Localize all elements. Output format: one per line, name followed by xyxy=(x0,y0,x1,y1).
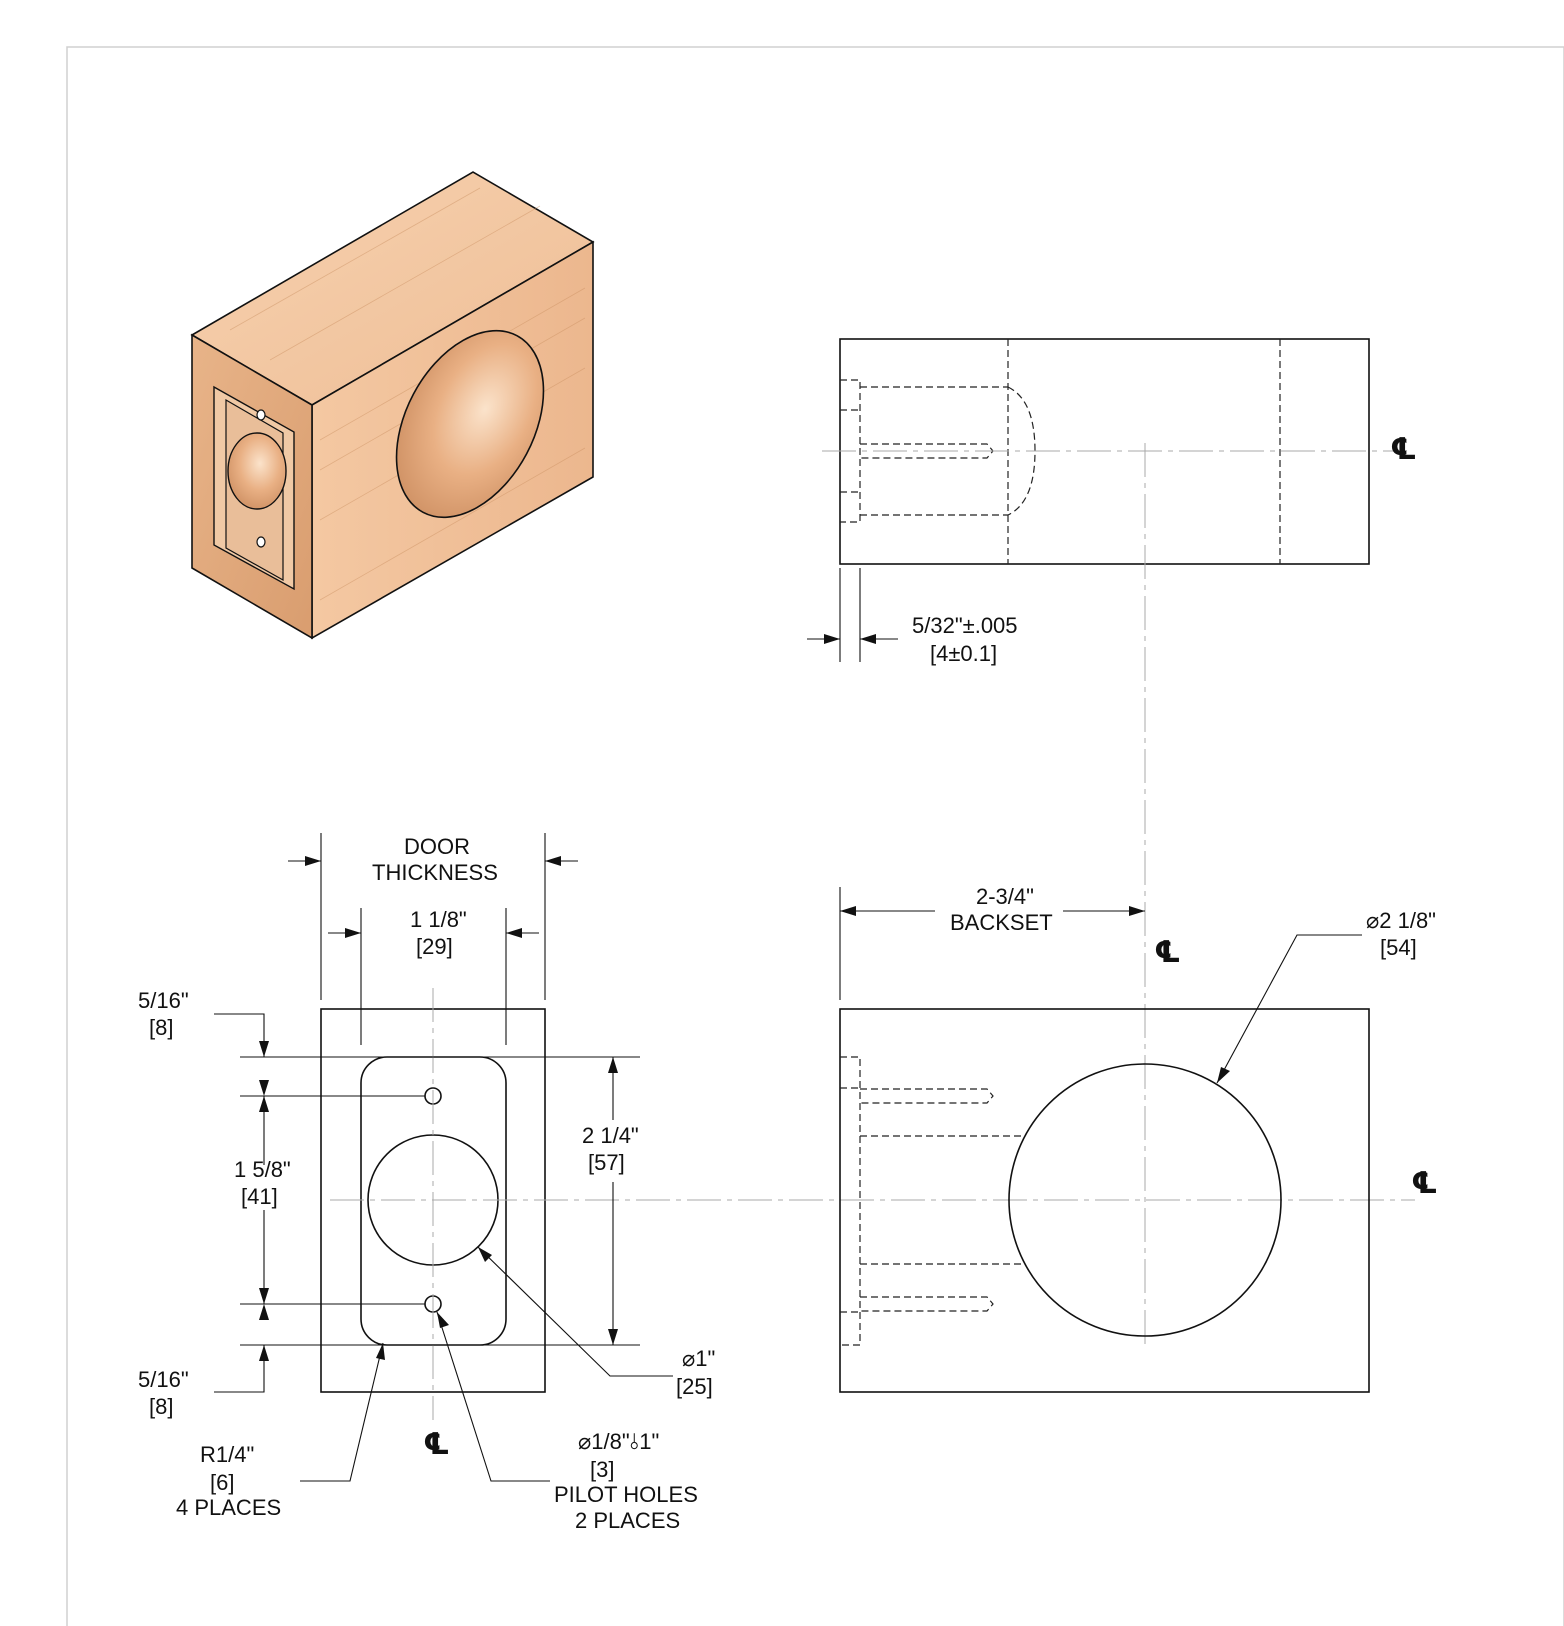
bottom-edge-mm-label: [8] xyxy=(149,1394,173,1419)
cross-bore-mm-label: [25] xyxy=(676,1374,713,1399)
pilot-hole-word-label: PILOT HOLES xyxy=(554,1482,698,1507)
door-thickness-label-1: DOOR xyxy=(404,834,470,859)
face-view-centerline-symbol-top: ℄ xyxy=(1154,935,1181,970)
top-edge-inch-label: 5/16" xyxy=(138,988,189,1013)
top-view: ℄ 5/32"±.005 [4±0.1] xyxy=(807,338,1417,1350)
face-view-outline xyxy=(839,1008,1370,1393)
radius-places-label: 4 PLACES xyxy=(176,1495,281,1520)
pilot-hole-places-label: 2 PLACES xyxy=(575,1508,680,1533)
mortise-depth-mm-label: [4±0.1] xyxy=(930,641,997,666)
bottom-edge-inch-label: 5/16" xyxy=(138,1367,189,1392)
edge-pilot-hole-bottom xyxy=(256,536,266,548)
plate-height-mm-label: [57] xyxy=(588,1150,625,1175)
isometric-block xyxy=(190,171,595,640)
bore-diameter-mm-label: [54] xyxy=(1380,935,1417,960)
face-view: ℄ ℄ 2-3/4" BACKSET ⌀2 1/8" [54] xyxy=(839,884,1438,1393)
top-edge-mm-label: [8] xyxy=(149,1015,173,1040)
edge-view-centerline-symbol: ℄ xyxy=(423,1427,450,1462)
face-view-centerline-symbol-right: ℄ xyxy=(1411,1166,1438,1201)
radius-inch-label: R1/4" xyxy=(200,1442,254,1467)
block-face-bore xyxy=(395,329,545,519)
hole-spacing-mm-label: [41] xyxy=(241,1184,278,1209)
top-view-centerline-symbol: ℄ xyxy=(1390,432,1417,467)
radius-mm-label: [6] xyxy=(210,1470,234,1495)
bore-diameter-inch-label: ⌀2 1/8" xyxy=(1366,908,1436,933)
edge-pilot-hole-top xyxy=(256,409,266,421)
sheet-border xyxy=(66,46,1564,1626)
backset-word-label: BACKSET xyxy=(950,910,1053,935)
mortise-depth-inch-label: 5/32"±.005 xyxy=(912,613,1018,638)
hole-spacing-inch-label: 1 5/8" xyxy=(234,1157,291,1182)
edge-cross-bore xyxy=(227,432,287,510)
backset-inch-label: 2-3/4" xyxy=(976,884,1034,909)
edge-view: ℄ DOOR THICKNESS 1 1/8" [29] 2 1/4" [57] xyxy=(138,833,1415,1533)
faceplate-width-mm-label: [29] xyxy=(416,934,453,959)
faceplate-width-inch-label: 1 1/8" xyxy=(410,907,467,932)
pilot-hole-mm-label: [3] xyxy=(590,1457,614,1482)
face-bore-circle xyxy=(1008,1063,1282,1337)
door-thickness-label-2: THICKNESS xyxy=(372,860,498,885)
cross-bore-inch-label: ⌀1" xyxy=(682,1346,715,1371)
pilot-hole-inch-label: ⌀1/8"⫰1" xyxy=(578,1429,659,1454)
plate-height-inch-label: 2 1/4" xyxy=(582,1123,639,1148)
